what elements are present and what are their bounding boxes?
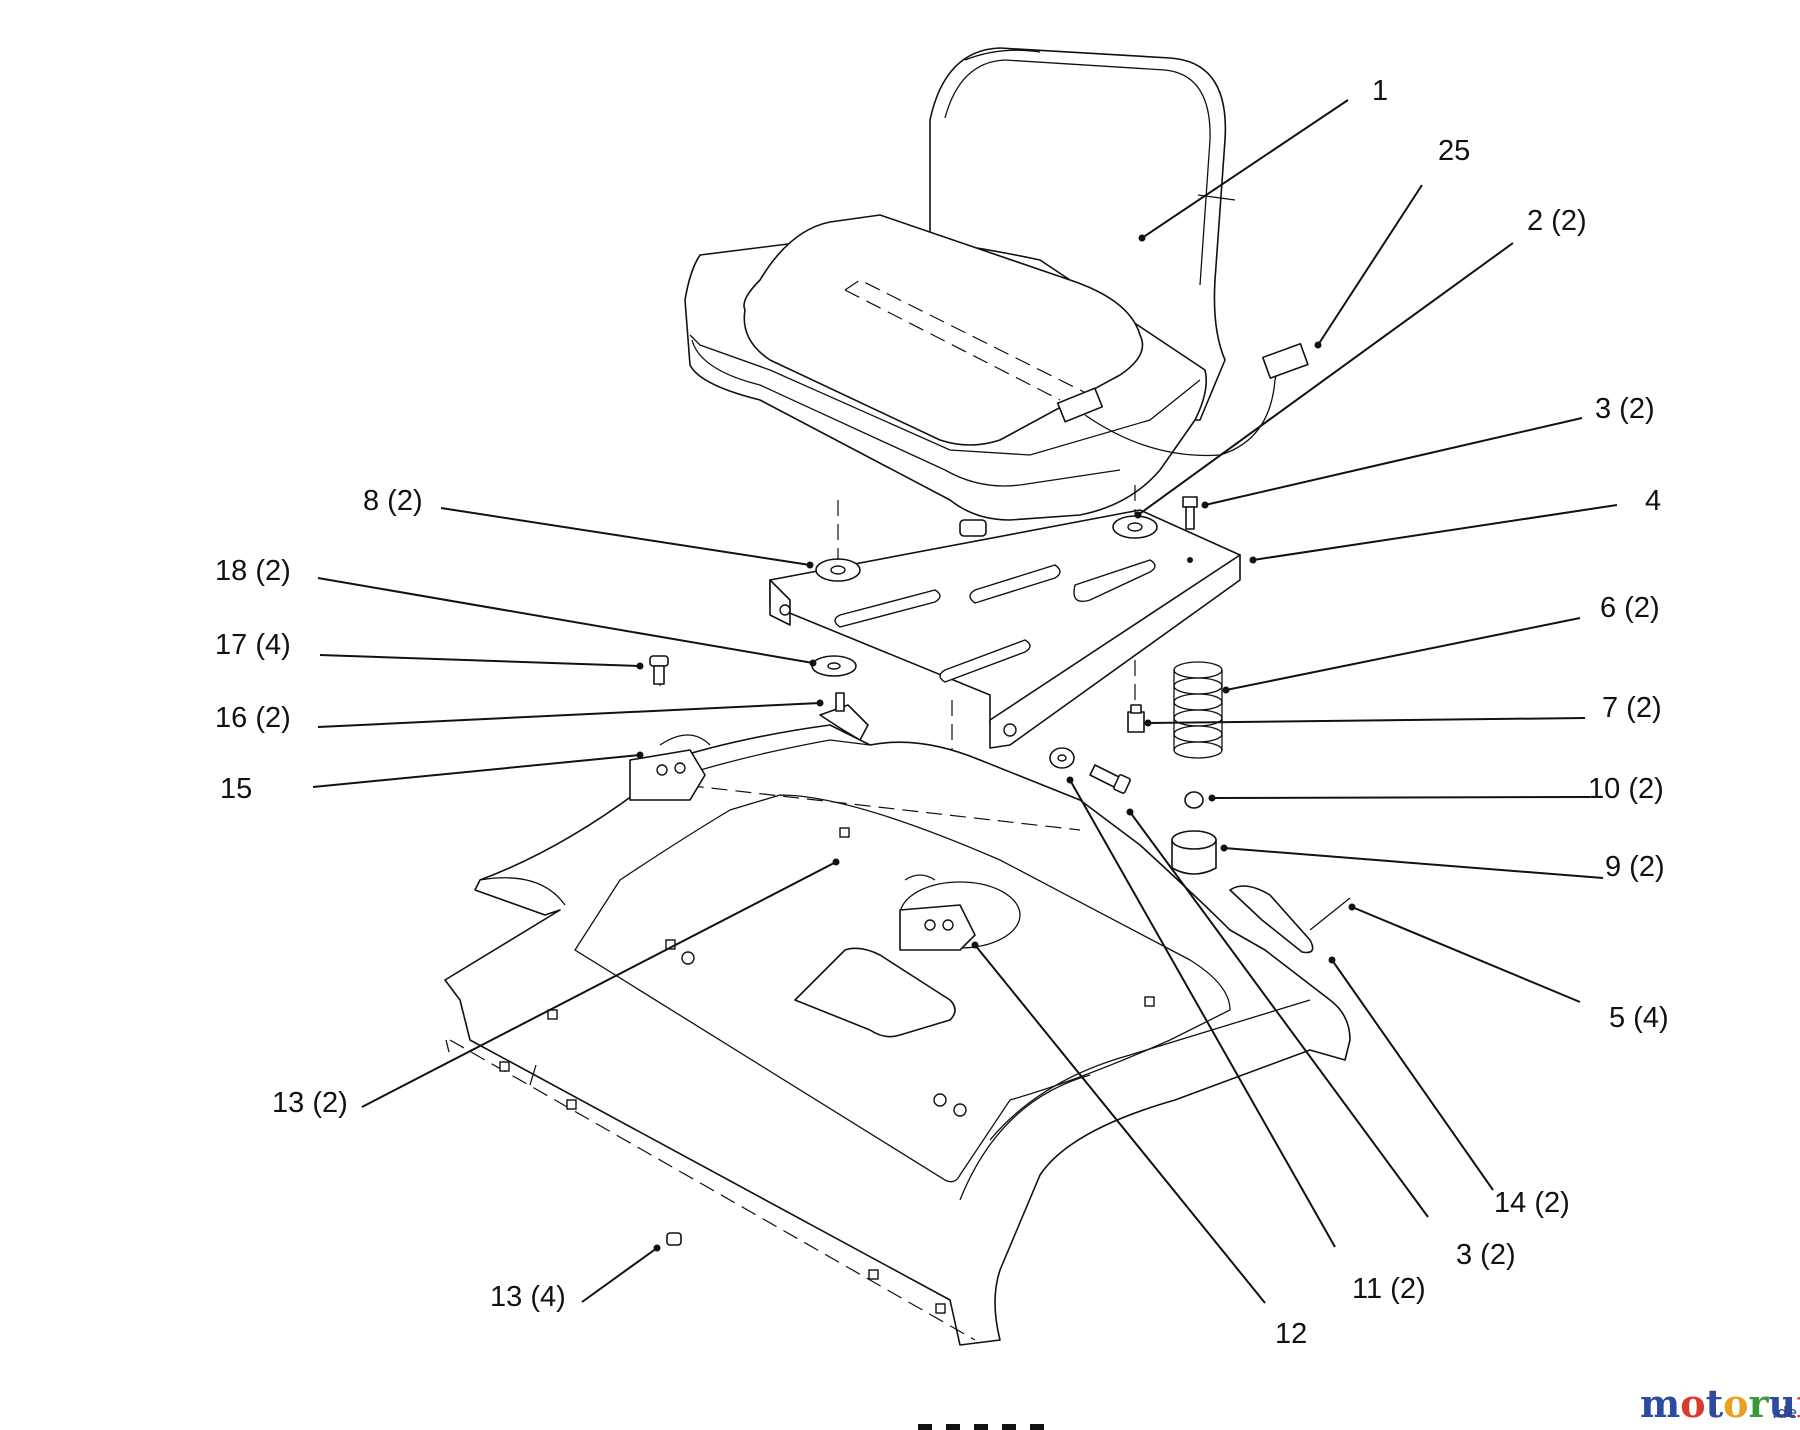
- callout-3-upper: 3 (2): [1595, 393, 1655, 425]
- watermark-letter: u: [1769, 1381, 1797, 1426]
- watermark-suffix: .de: [1772, 1403, 1797, 1422]
- callout-18: 18 (2): [215, 555, 291, 587]
- leader-lines: [312, 99, 1618, 1304]
- callout-2: 2 (2): [1527, 205, 1587, 237]
- watermark-logo: motoruf: [1640, 1381, 1800, 1426]
- callout-15: 15: [220, 773, 252, 805]
- callout-8: 8 (2): [363, 485, 423, 517]
- callout-1: 1: [1372, 75, 1388, 107]
- callout-25: 25: [1438, 135, 1470, 167]
- callout-5: 5 (4): [1609, 1002, 1669, 1034]
- footer-marks: [918, 1424, 1044, 1430]
- motoruf-watermark: motoruf .de: [1640, 1381, 1800, 1426]
- hardware: [649, 496, 1351, 1246]
- callout-3-lower: 3 (2): [1456, 1239, 1516, 1271]
- watermark-letter: f: [1796, 1381, 1800, 1426]
- callout-6: 6 (2): [1600, 592, 1660, 624]
- callout-labels: 1 25 2 (2) 3 (2) 4 8 (2) 18 (2) 6 (2) 17…: [215, 75, 1669, 1350]
- watermark-letter: m: [1640, 1381, 1680, 1426]
- callout-16: 16 (2): [215, 702, 291, 734]
- callout-14: 14 (2): [1494, 1187, 1570, 1219]
- callout-13-upper: 13 (2): [272, 1087, 348, 1119]
- seat: [684, 47, 1309, 537]
- callout-7: 7 (2): [1602, 692, 1662, 724]
- watermark-letter: o: [1723, 1381, 1748, 1426]
- spring: [1173, 661, 1223, 759]
- callout-9: 9 (2): [1605, 851, 1665, 883]
- watermark-letter: r: [1749, 1381, 1770, 1426]
- callout-13-lower: 13 (4): [490, 1281, 566, 1313]
- watermark-letter: o: [1680, 1381, 1705, 1426]
- callout-12: 12: [1275, 1318, 1307, 1350]
- callout-10: 10 (2): [1588, 773, 1664, 805]
- callout-4: 4: [1645, 485, 1661, 517]
- watermark-letter: t: [1706, 1381, 1724, 1426]
- callout-17: 17 (4): [215, 629, 291, 661]
- callout-11: 11 (2): [1352, 1273, 1426, 1305]
